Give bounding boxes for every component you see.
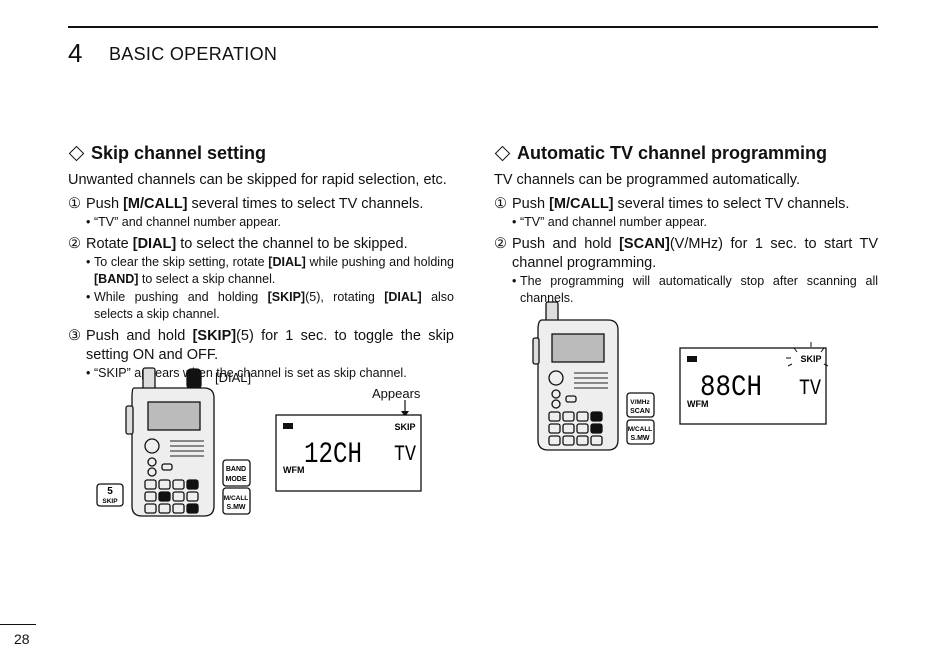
section-title: Skip channel setting xyxy=(91,143,267,163)
section-intro: Unwanted channels can be skipped for rap… xyxy=(68,172,447,188)
lcd-tv-indicator: TV xyxy=(394,442,417,467)
section-intro: TV channels can be programmed automatica… xyxy=(494,172,800,188)
step-2: ② Push and hold [SCAN](V/MHz) for 1 sec.… xyxy=(494,235,878,271)
key-mcall-label: M/CALL xyxy=(628,426,653,433)
lcd-channel-readout: 88CH xyxy=(700,371,762,405)
section-heading: Skip channel setting xyxy=(68,143,454,164)
auto-tv-programming-section: Automatic TV channel programming TV chan… xyxy=(494,143,878,308)
lcd-display-right: SKIP 88CH TV WFM xyxy=(679,342,829,425)
key-smw-label: S.MW xyxy=(630,435,649,442)
lcd-wfm-indicator: WFM xyxy=(687,399,709,409)
step-2-note-2: •While pushing and holding [SKIP](5), ro… xyxy=(86,289,455,322)
key-5-label: 5 xyxy=(107,486,113,497)
chapter-title: BASIC OPERATION xyxy=(109,44,278,64)
key-vmhz-label: V/MHz xyxy=(630,399,650,406)
lcd-tv-indicator: TV xyxy=(799,376,822,401)
page-number: 28 xyxy=(14,631,30,647)
lcd-wfm-indicator: WFM xyxy=(283,465,305,475)
section-title: Automatic TV channel programming xyxy=(517,143,828,163)
chapter-number: 4 xyxy=(68,38,83,68)
step-2-note-1: •To clear the skip setting, rotate [DIAL… xyxy=(86,254,454,287)
appears-label: Appears xyxy=(372,386,421,401)
key-scan-label: SCAN xyxy=(630,408,650,415)
key-mcall-label: M/CALL xyxy=(224,495,249,502)
lcd-display-left: SKIP 12CH TV WFM xyxy=(275,400,422,492)
header-rule xyxy=(68,26,878,28)
radio-illustration-right: V/MHz SCAN M/CALL S.MW xyxy=(532,301,655,451)
step-2: ② Rotate [DIAL] to select the channel to… xyxy=(68,235,408,252)
section-heading: Automatic TV channel programming xyxy=(494,143,878,164)
diamond-icon xyxy=(68,145,85,162)
step-2-note: •The programming will automatically stop… xyxy=(512,273,878,306)
step-1-note: •“TV” and channel number appear. xyxy=(86,215,281,229)
step-3-note: •“SKIP” appears when the channel is set … xyxy=(86,365,407,380)
key-skip-label: SKIP xyxy=(102,498,118,505)
key-smw-label: S.MW xyxy=(226,504,245,511)
step-1: ① Push [M/CALL] several times to select … xyxy=(68,196,424,212)
skip-channel-section: Skip channel setting Unwanted channels c… xyxy=(68,143,454,382)
blink-rays xyxy=(786,342,829,367)
footer-rule xyxy=(0,624,36,625)
key-mode-label: MODE xyxy=(226,476,247,483)
diamond-icon xyxy=(494,145,511,162)
step-1: ① Push [M/CALL] several times to select … xyxy=(494,196,850,212)
lcd-skip-indicator: SKIP xyxy=(800,354,821,364)
step-3: ③ Push and hold [SKIP](5) for 1 sec. to … xyxy=(68,327,454,363)
lcd-skip-indicator: SKIP xyxy=(394,422,415,432)
lcd-channel-readout: 12CH xyxy=(304,438,362,472)
dial-label: [DIAL] xyxy=(215,370,252,385)
key-band-label: BAND xyxy=(226,466,246,473)
radio-illustration-left: 5 SKIP BAND MODE M/CALL S.MW xyxy=(96,367,251,517)
step-1-note: •“TV” and channel number appear. xyxy=(512,215,707,229)
